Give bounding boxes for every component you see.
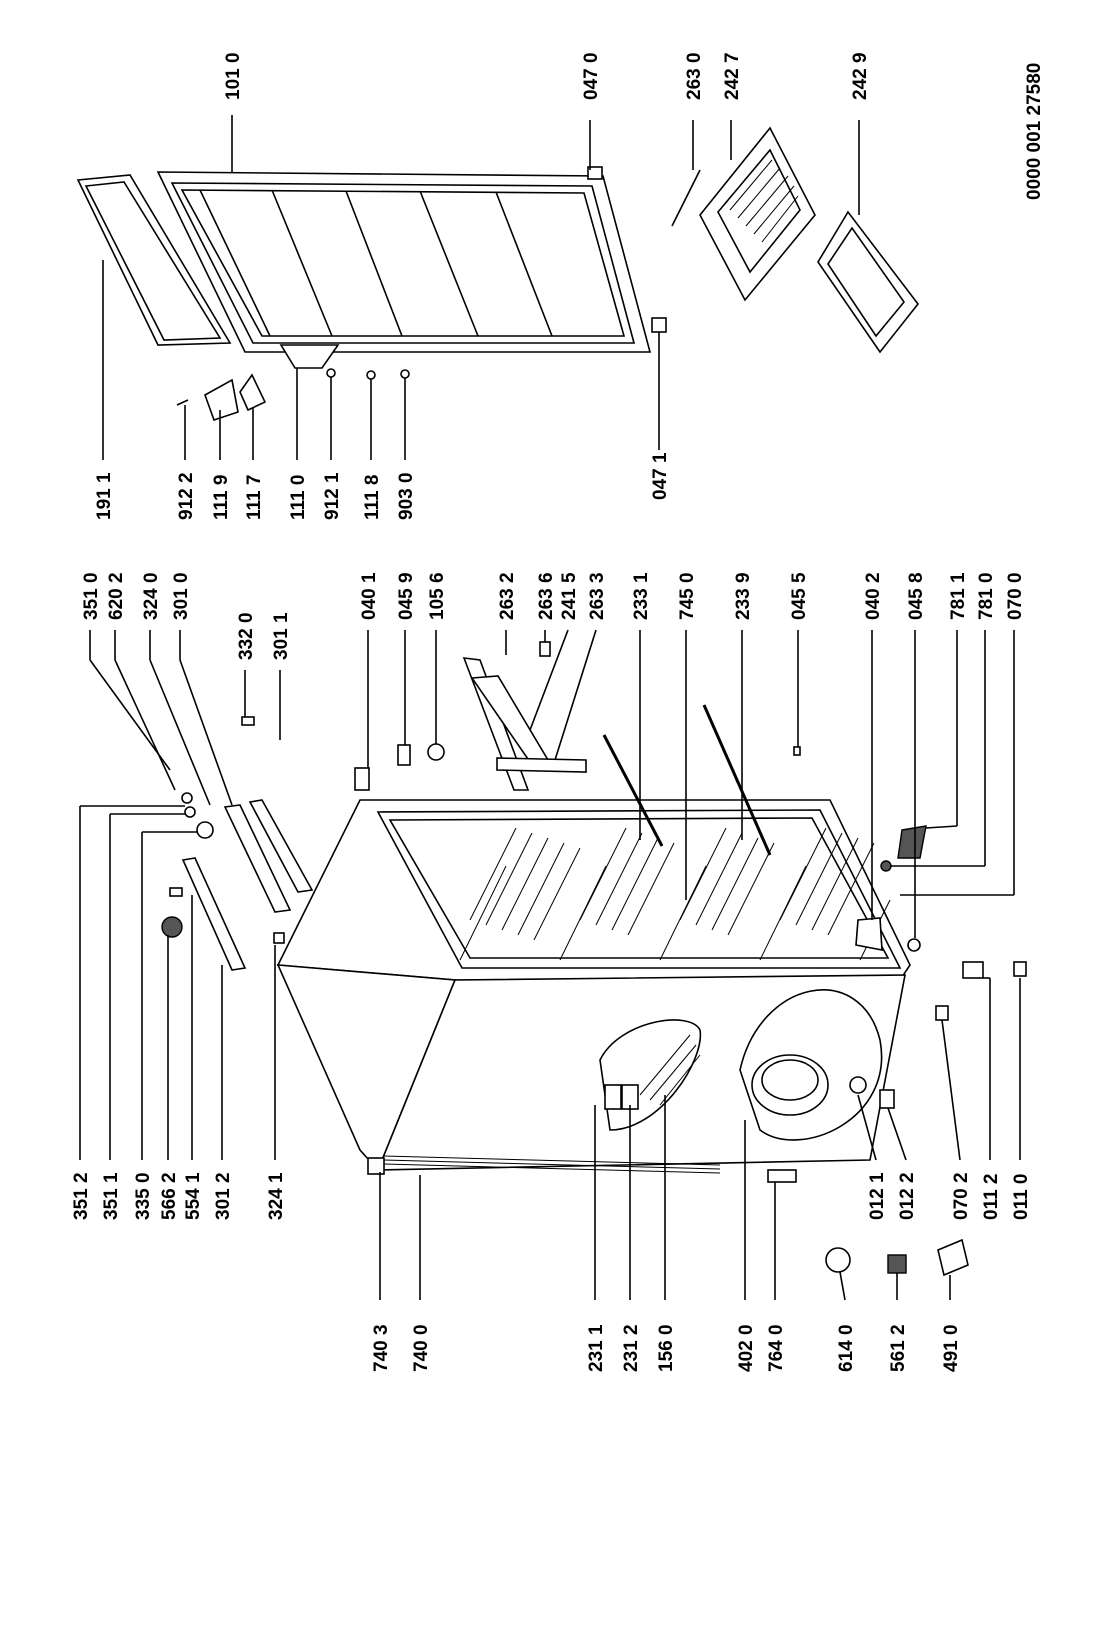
label-011-2: 011 2 — [981, 1174, 1002, 1221]
label-740-3: 740 3 — [371, 1324, 392, 1372]
label-231-1: 231 1 — [586, 1324, 607, 1372]
wire-shelves — [459, 827, 891, 961]
control-panel-parts — [161, 716, 314, 971]
label-233-9: 233 9 — [733, 572, 754, 620]
cabinet-body — [276, 799, 911, 1183]
label-231-2: 231 2 — [621, 1324, 642, 1372]
shelf-and-bracket-parts — [354, 641, 1027, 1021]
label-781-1: 781 1 — [948, 572, 969, 620]
leader-lines — [79, 115, 1021, 1301]
label-040-2: 040 2 — [863, 572, 884, 620]
label-402-0: 402 0 — [736, 1324, 757, 1372]
label-620-2: 620 2 — [106, 572, 127, 620]
label-301-0: 301 0 — [171, 572, 192, 620]
label-335-0: 335 0 — [133, 1172, 154, 1220]
label-241-5: 241 5 — [559, 572, 580, 620]
label-614-0: 614 0 — [836, 1324, 857, 1372]
label-561-2: 561 2 — [888, 1324, 909, 1372]
label-111-8: 111 8 — [362, 475, 383, 520]
label-012-1: 012 1 — [867, 1172, 888, 1220]
hinge-parts — [176, 166, 667, 422]
label-233-1: 233 1 — [631, 572, 652, 620]
label-047-1: 047 1 — [650, 452, 671, 500]
label-324-1: 324 1 — [266, 1172, 287, 1220]
label-156-0: 156 0 — [656, 1324, 677, 1372]
part-labels: 0000 001 27580 101 0 047 0 263 0 242 7 2… — [71, 52, 1045, 1372]
document-number: 0000 001 27580 — [1024, 63, 1045, 200]
label-554-1: 554 1 — [183, 1172, 204, 1220]
label-242-9: 242 9 — [850, 52, 871, 100]
label-764-0: 764 0 — [766, 1324, 787, 1372]
label-912-1: 912 1 — [322, 472, 343, 520]
label-745-0: 745 0 — [677, 572, 698, 620]
label-045-5: 045 5 — [789, 572, 810, 620]
label-263-2: 263 2 — [497, 572, 518, 620]
loose-parts — [825, 1238, 969, 1277]
label-045-8: 045 8 — [906, 572, 927, 620]
label-105-6: 105 6 — [427, 572, 448, 620]
label-324-0: 324 0 — [141, 572, 162, 620]
door-gasket-part — [76, 174, 232, 346]
label-045-9: 045 9 — [396, 572, 417, 620]
label-332-0: 332 0 — [236, 612, 257, 660]
label-566-2: 566 2 — [159, 1172, 180, 1220]
label-781-0: 781 0 — [976, 572, 997, 620]
label-491-0: 491 0 — [941, 1324, 962, 1372]
label-912-2: 912 2 — [176, 472, 197, 520]
label-040-1: 040 1 — [359, 572, 380, 620]
label-903-0: 903 0 — [396, 472, 417, 520]
label-012-2: 012 2 — [897, 1172, 918, 1220]
label-111-7: 111 7 — [244, 475, 265, 520]
label-101-0: 101 0 — [223, 52, 244, 100]
drawer-part-2429 — [817, 210, 920, 354]
label-301-1: 301 1 — [271, 612, 292, 660]
label-111-0: 111 0 — [288, 475, 309, 520]
label-351-0: 351 0 — [81, 572, 102, 620]
door-part — [156, 171, 652, 369]
label-070-2: 070 2 — [951, 1172, 972, 1220]
label-047-0: 047 0 — [581, 52, 602, 100]
label-263-3: 263 3 — [587, 572, 608, 620]
label-111-9: 111 9 — [211, 475, 232, 520]
label-351-1: 351 1 — [101, 1172, 122, 1220]
drawer-part-2427 — [671, 126, 816, 302]
label-191-1: 191 1 — [94, 472, 115, 520]
label-242-7: 242 7 — [722, 52, 743, 100]
label-070-0: 070 0 — [1005, 572, 1026, 620]
label-301-2: 301 2 — [213, 1172, 234, 1220]
label-740-0: 740 0 — [411, 1324, 432, 1372]
label-351-2: 351 2 — [71, 1172, 92, 1220]
appliance-drawing — [76, 126, 1027, 1277]
label-263-0: 263 0 — [684, 52, 705, 100]
label-011-0: 011 0 — [1011, 1174, 1032, 1221]
label-263-6: 263 6 — [536, 572, 557, 620]
compressor-area — [739, 989, 895, 1141]
